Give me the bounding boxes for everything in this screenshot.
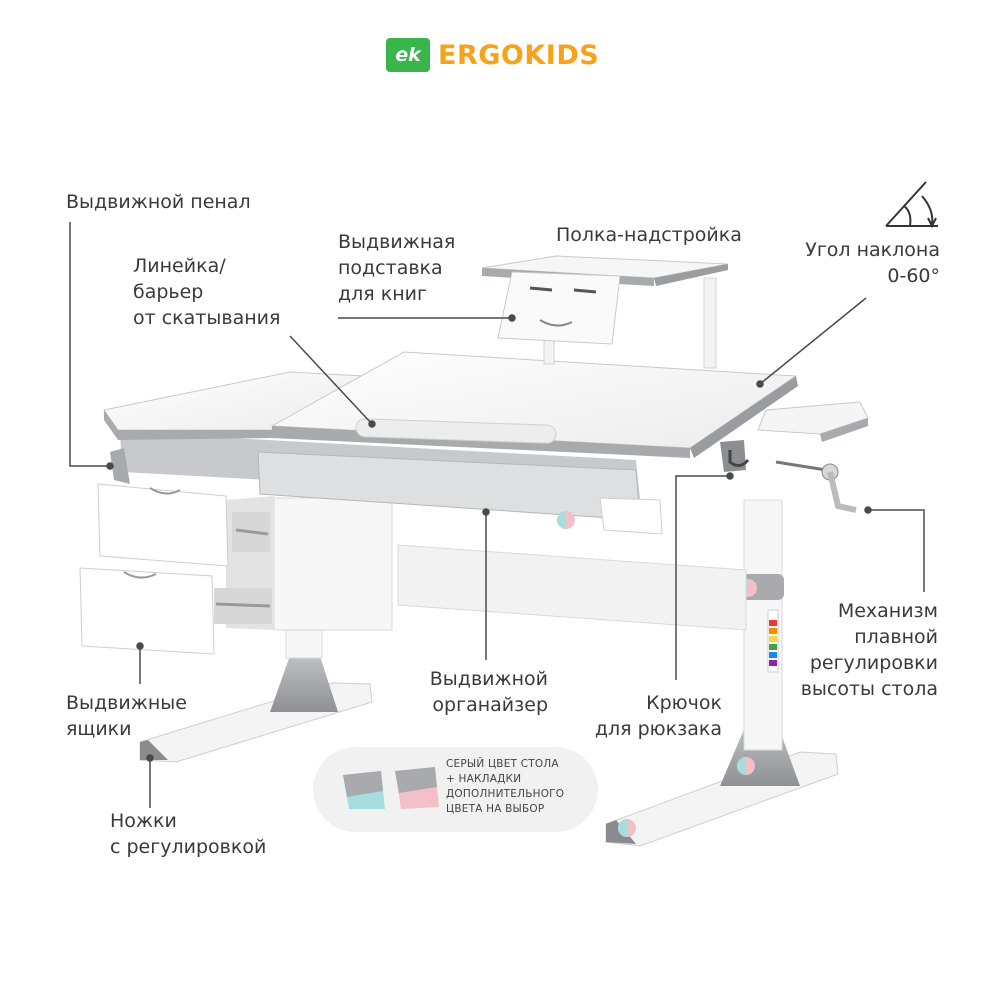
label-line: регулировки — [809, 652, 938, 674]
label-line: 0-60° — [887, 265, 940, 287]
organizer-tray — [110, 432, 663, 535]
label-tilt: Угол наклона 0-60° — [805, 237, 940, 289]
label-ruler: Линейка/ барьер от скатывания — [133, 253, 280, 331]
color-note-line: СЕРЫЙ ЦВЕТ СТОЛА — [446, 758, 559, 770]
label-line: Угол наклона — [805, 239, 940, 261]
label-hook: Крючок для рюкзака — [595, 690, 722, 742]
drawer-cabinet — [79, 483, 393, 655]
backpack-hook — [720, 440, 750, 472]
label-line: с регулировкой — [110, 836, 267, 858]
label-legs: Ножки с регулировкой — [110, 808, 266, 860]
label-shelf: Полка-надстройка — [556, 224, 742, 246]
label-line: Линейка/ — [133, 255, 226, 277]
label-line: Ножки — [110, 810, 177, 832]
color-note-text: СЕРЫЙ ЦВЕТ СТОЛА + НАКЛАДКИ ДОПОЛНИТЕЛЬН… — [446, 757, 564, 817]
brand-name: ERGOKIDS — [438, 39, 600, 71]
label-pencil-case: Выдвижной пенал — [66, 191, 251, 213]
brand-logo-mark: ek — [386, 38, 430, 72]
book-stand — [497, 271, 621, 345]
color-note-pill — [313, 747, 598, 832]
label-line: высоты стола — [800, 678, 938, 700]
label-line: ящики — [66, 718, 132, 740]
label-mechanism: Механизм плавной регулировки высоты стол… — [801, 598, 938, 702]
crossbar — [397, 544, 747, 631]
label-line: Выдвижной — [429, 668, 548, 690]
label-line: органайзер — [432, 694, 548, 716]
crank-handle-icon — [775, 460, 857, 513]
tilting-desktop — [270, 351, 798, 458]
label-line: подставка — [338, 257, 443, 279]
color-note-line: ЦВЕТА НА ВЫБОР — [446, 803, 545, 815]
label-line: Крючок — [646, 692, 722, 714]
label-drawers: Выдвижные ящики — [66, 690, 187, 742]
label-line: для книг — [338, 283, 427, 305]
color-note-line: + НАКЛАДКИ — [446, 773, 522, 785]
brand-logo: ek ERGOKIDS — [386, 38, 599, 72]
label-line: барьер — [133, 281, 204, 303]
angle-icon — [885, 181, 938, 229]
label-line: от скатывания — [133, 307, 281, 329]
label-line: Выдвижная — [338, 231, 456, 253]
label-book-stand: Выдвижная подставка для книг — [338, 229, 455, 307]
label-line: для рюкзака — [594, 718, 722, 740]
callout-lines — [69, 222, 925, 808]
color-swatches — [343, 767, 439, 809]
label-line: Механизм — [837, 600, 938, 622]
label-line: Выдвижные — [66, 692, 187, 714]
color-note-line: ДОПОЛНИТЕЛЬНОГО — [446, 788, 565, 800]
label-line: плавной — [854, 626, 938, 648]
label-organizer: Выдвижной органайзер — [430, 666, 548, 718]
